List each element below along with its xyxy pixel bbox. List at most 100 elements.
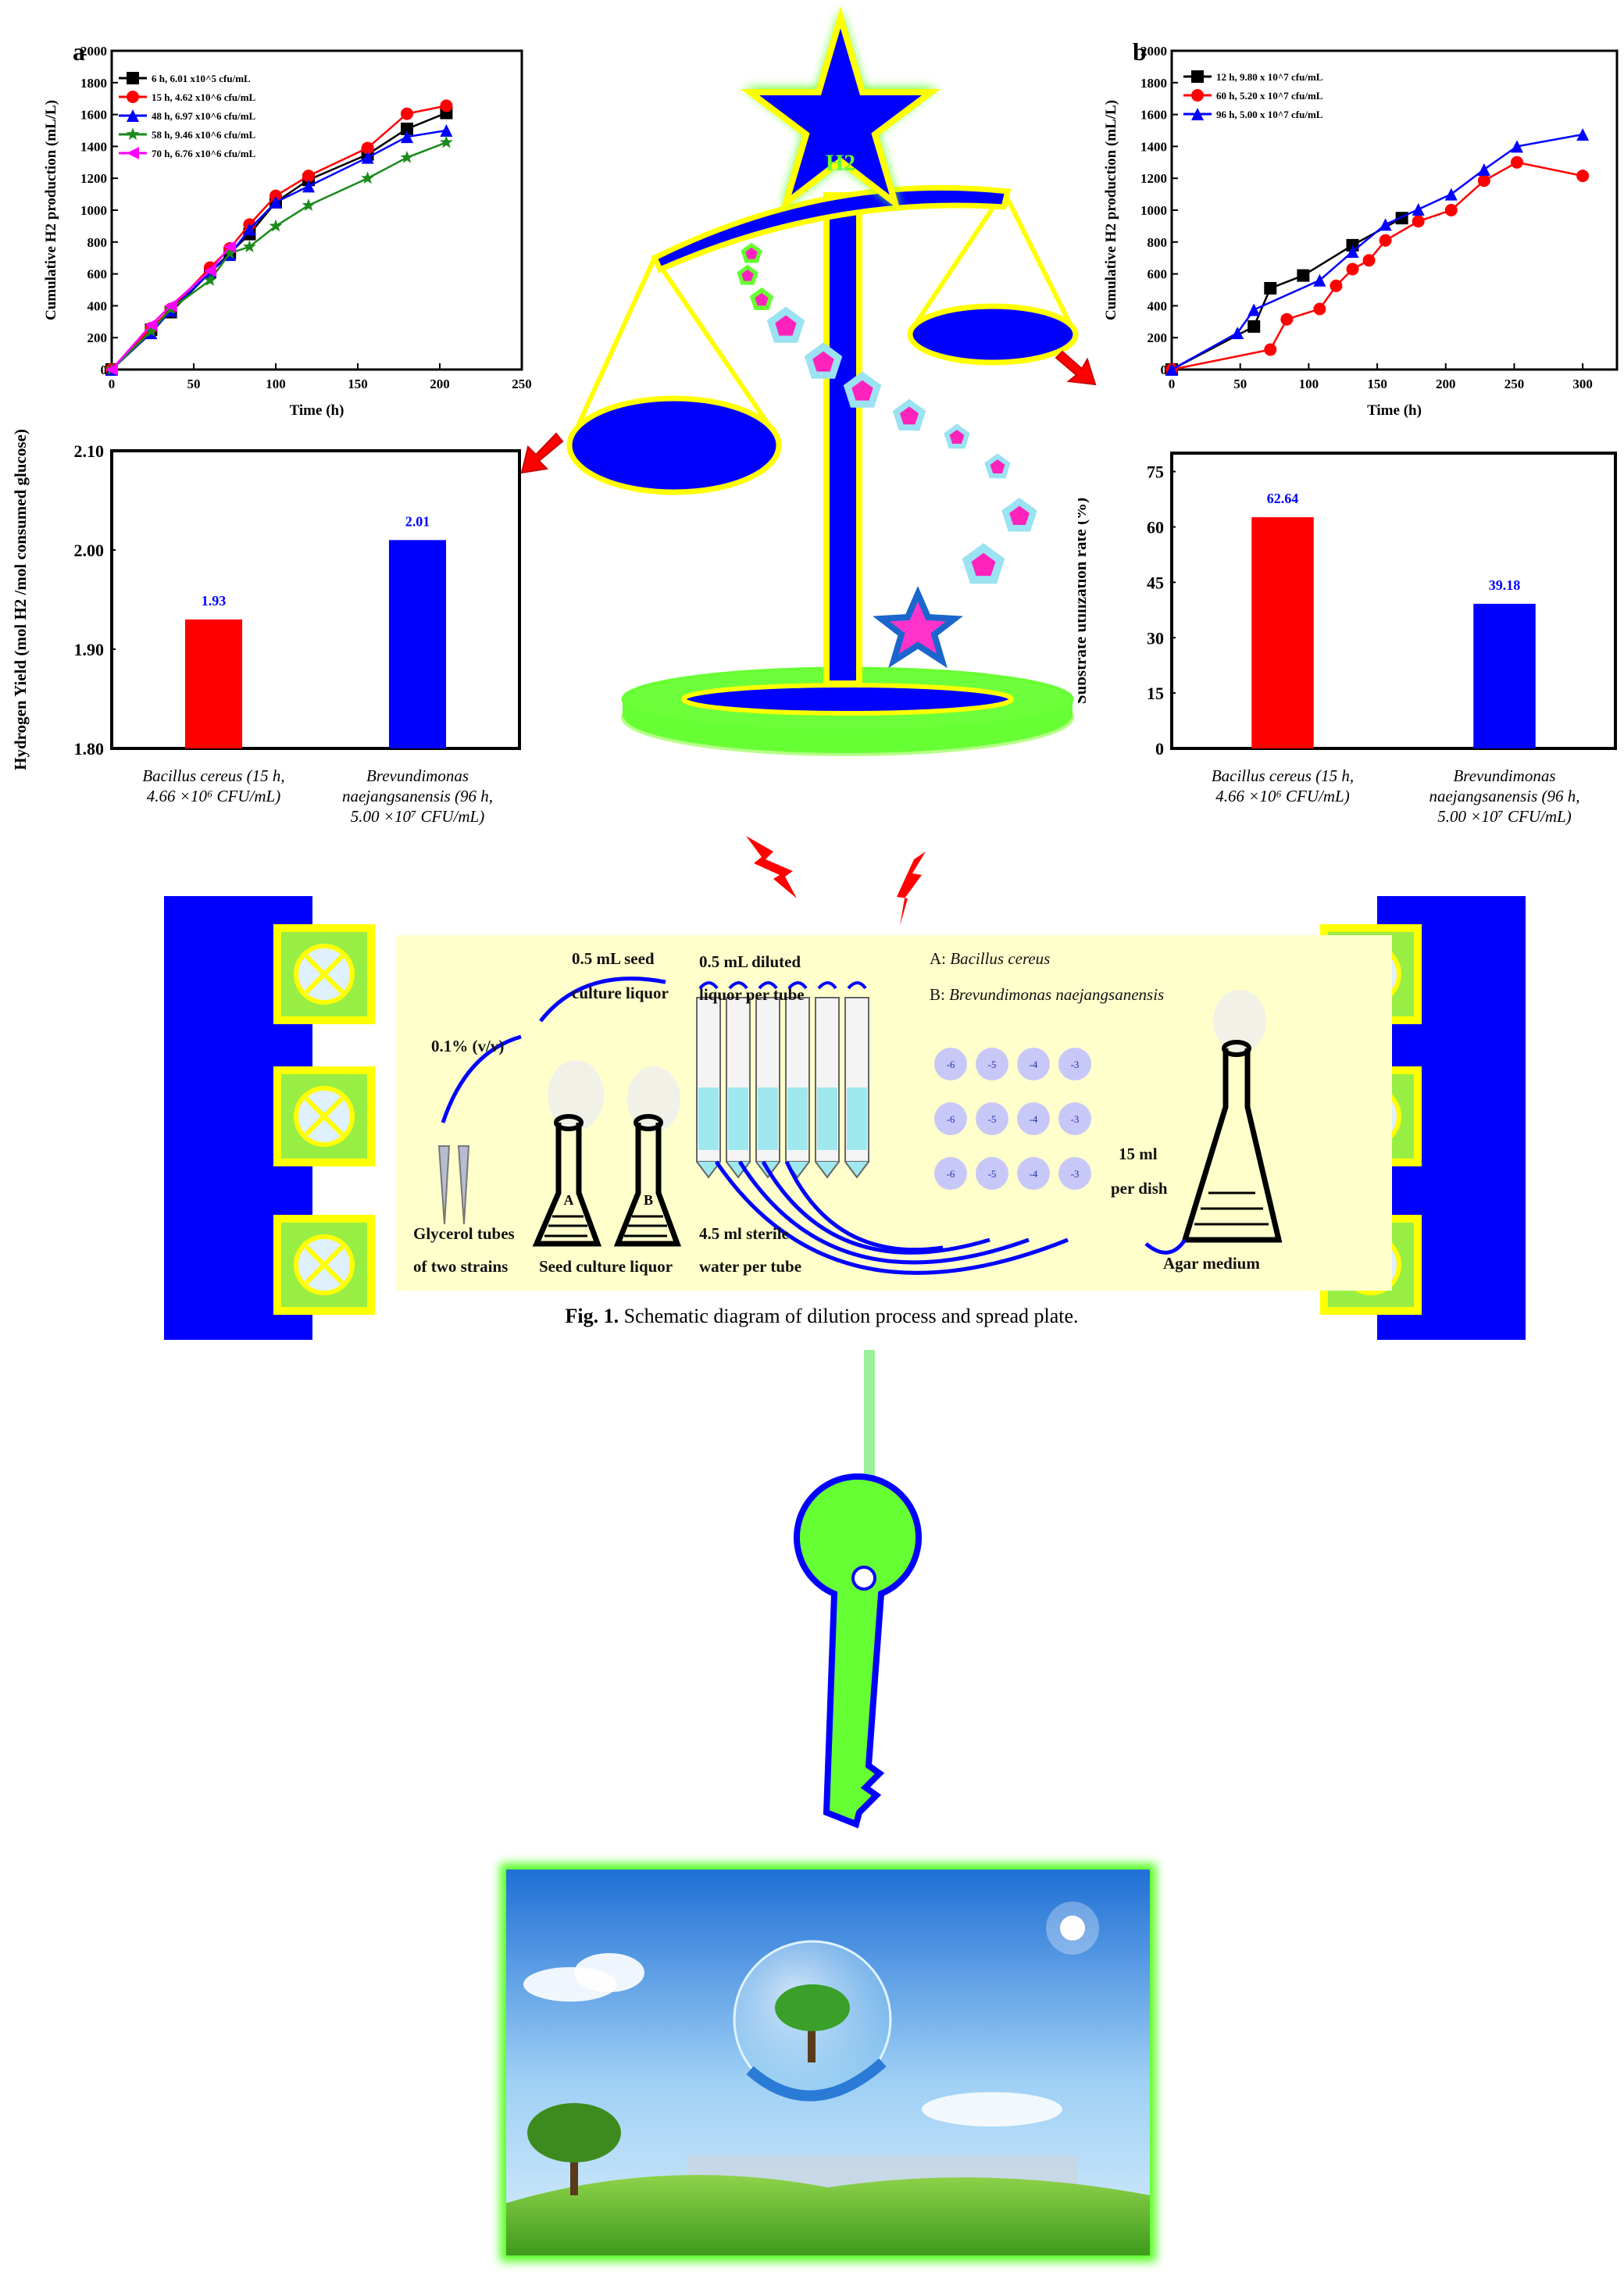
x-tick-label: 200 <box>1436 377 1456 391</box>
y-tick-label: 60 <box>1147 518 1164 537</box>
tube-liquid <box>847 1087 867 1150</box>
petri-dish-icon <box>1017 1157 1050 1190</box>
legend-label: 60 h, 5.20 x 10^7 cfu/mL <box>1216 90 1323 102</box>
legend-marker <box>1191 89 1204 102</box>
pentagon-core <box>949 430 965 444</box>
data-point <box>1330 279 1343 292</box>
data-point <box>361 141 374 155</box>
pentagon-core <box>745 247 758 259</box>
data-point <box>1264 343 1277 356</box>
y-tick-label: 400 <box>87 298 108 313</box>
data-point <box>1510 140 1523 153</box>
data-point <box>1346 262 1359 276</box>
y-tick-label: 1000 <box>1140 203 1167 218</box>
data-point <box>223 240 237 253</box>
y-tick-label: 15 <box>1147 684 1164 703</box>
category-label: 5.00 ×10⁷ CFU/mL) <box>1437 807 1571 826</box>
data-point <box>105 363 118 376</box>
seed-label-line2: culture liquor <box>572 984 669 1002</box>
dish-label: -3 <box>1071 1059 1080 1070</box>
category-label: naejangsanensis (96 h, <box>342 787 493 805</box>
legend-label: 15 h, 4.62 x10^6 cfu/mL <box>152 91 256 103</box>
diluted-label-line2: liquor per tube <box>699 985 805 1004</box>
data-point <box>302 180 315 193</box>
pentagon-core <box>755 293 769 306</box>
data-point <box>1165 363 1178 376</box>
category-label: 4.66 ×10⁶ CFU/mL) <box>147 787 280 805</box>
x-tick-label: 250 <box>512 377 532 391</box>
data-point <box>1412 215 1425 228</box>
y-tick-label: 800 <box>1148 235 1168 250</box>
flask-a-label: A <box>564 1192 574 1208</box>
figure-caption: Fig. 1. Schematic diagram of dilution pr… <box>396 1305 1247 1328</box>
data-point <box>269 189 282 202</box>
legend-b-prefix: B: <box>930 985 950 1004</box>
dish-label: -5 <box>988 1168 997 1180</box>
sterile-label-line1: 4.5 ml sterile <box>699 1224 789 1243</box>
dish-label: -4 <box>1030 1168 1038 1180</box>
y-tick-label: 400 <box>1148 298 1168 313</box>
star-icon: H2 <box>741 5 940 212</box>
data-point <box>401 122 413 135</box>
data-point <box>203 273 217 286</box>
legend-marker <box>127 147 139 159</box>
data-point <box>1444 204 1458 216</box>
category-label: Bacillus cereus (15 h, <box>1212 766 1354 785</box>
star-label: H2 <box>826 150 855 176</box>
data-point <box>1576 170 1590 183</box>
data-point <box>1346 245 1359 259</box>
x-tick-label: 250 <box>1504 377 1525 391</box>
data-point <box>1313 273 1326 287</box>
data-point <box>302 170 315 183</box>
data-point <box>1444 187 1458 201</box>
seed-label-line1: 0.5 mL seed <box>572 949 655 968</box>
tube-liquid <box>758 1087 778 1150</box>
data-point <box>269 195 282 209</box>
pentagon-core <box>990 459 1005 473</box>
bar-value-label: 39.18 <box>1489 577 1521 593</box>
legend-marker <box>1191 70 1204 83</box>
legend-label: 96 h, 5.00 x 10^7 cfu/mL <box>1216 109 1323 120</box>
petri-dish-icon <box>934 1102 967 1135</box>
plot-frame <box>1170 452 1617 750</box>
balance-scale-icon: H2 <box>566 5 1079 756</box>
schematic-drawing: A B -6-5-4-3-6-5-4-3-6-5-4-3 <box>437 977 1283 1275</box>
transfer-arrow <box>698 981 719 990</box>
bar <box>388 540 447 748</box>
lightning-bolt-right-icon <box>897 852 926 926</box>
data-point <box>243 240 256 252</box>
y-tick-label: 1400 <box>80 139 107 154</box>
y-tick-label: 1600 <box>80 108 107 123</box>
dish-volume-line1: 15 ml <box>1119 1145 1158 1163</box>
glycerol-tubes-icon <box>437 1145 470 1225</box>
tube-liquid <box>728 1087 748 1150</box>
petri-dish-icon <box>976 1102 1008 1135</box>
y-axis-label: Cumulative H2 production (mL/L) <box>43 100 59 320</box>
petri-dish-icon <box>1058 1048 1091 1080</box>
data-point <box>145 324 158 337</box>
scale-beam <box>651 184 1012 273</box>
data-point <box>401 130 413 144</box>
x-axis-label: Time (h) <box>1367 402 1422 419</box>
dish-label: -3 <box>1071 1113 1080 1125</box>
y-tick-label: 30 <box>1147 628 1164 648</box>
tube-liquid <box>698 1087 719 1150</box>
y-axis-label: Substrate utilization rate (%) <box>1078 498 1090 704</box>
y-axis-label: Hydrogen Yield (mol H2 /mol consumed glu… <box>11 429 30 770</box>
data-point <box>440 135 453 148</box>
transfer-arrow <box>758 981 778 990</box>
x-axis-label: Time (h) <box>290 402 344 419</box>
pentagon-core <box>971 552 996 577</box>
y-tick-label: 600 <box>87 267 108 282</box>
data-point <box>440 99 453 112</box>
x-tick-label: 150 <box>348 377 368 391</box>
dish-label: -5 <box>988 1113 997 1125</box>
flow-arrows <box>441 977 1187 1275</box>
y-tick-label: 600 <box>1148 267 1168 282</box>
legend-b-name: Brevundimonas naejangsanensis <box>949 985 1165 1004</box>
dish-label: -4 <box>1030 1113 1038 1125</box>
y-tick-label: 0 <box>1155 739 1164 759</box>
data-point <box>361 171 374 184</box>
